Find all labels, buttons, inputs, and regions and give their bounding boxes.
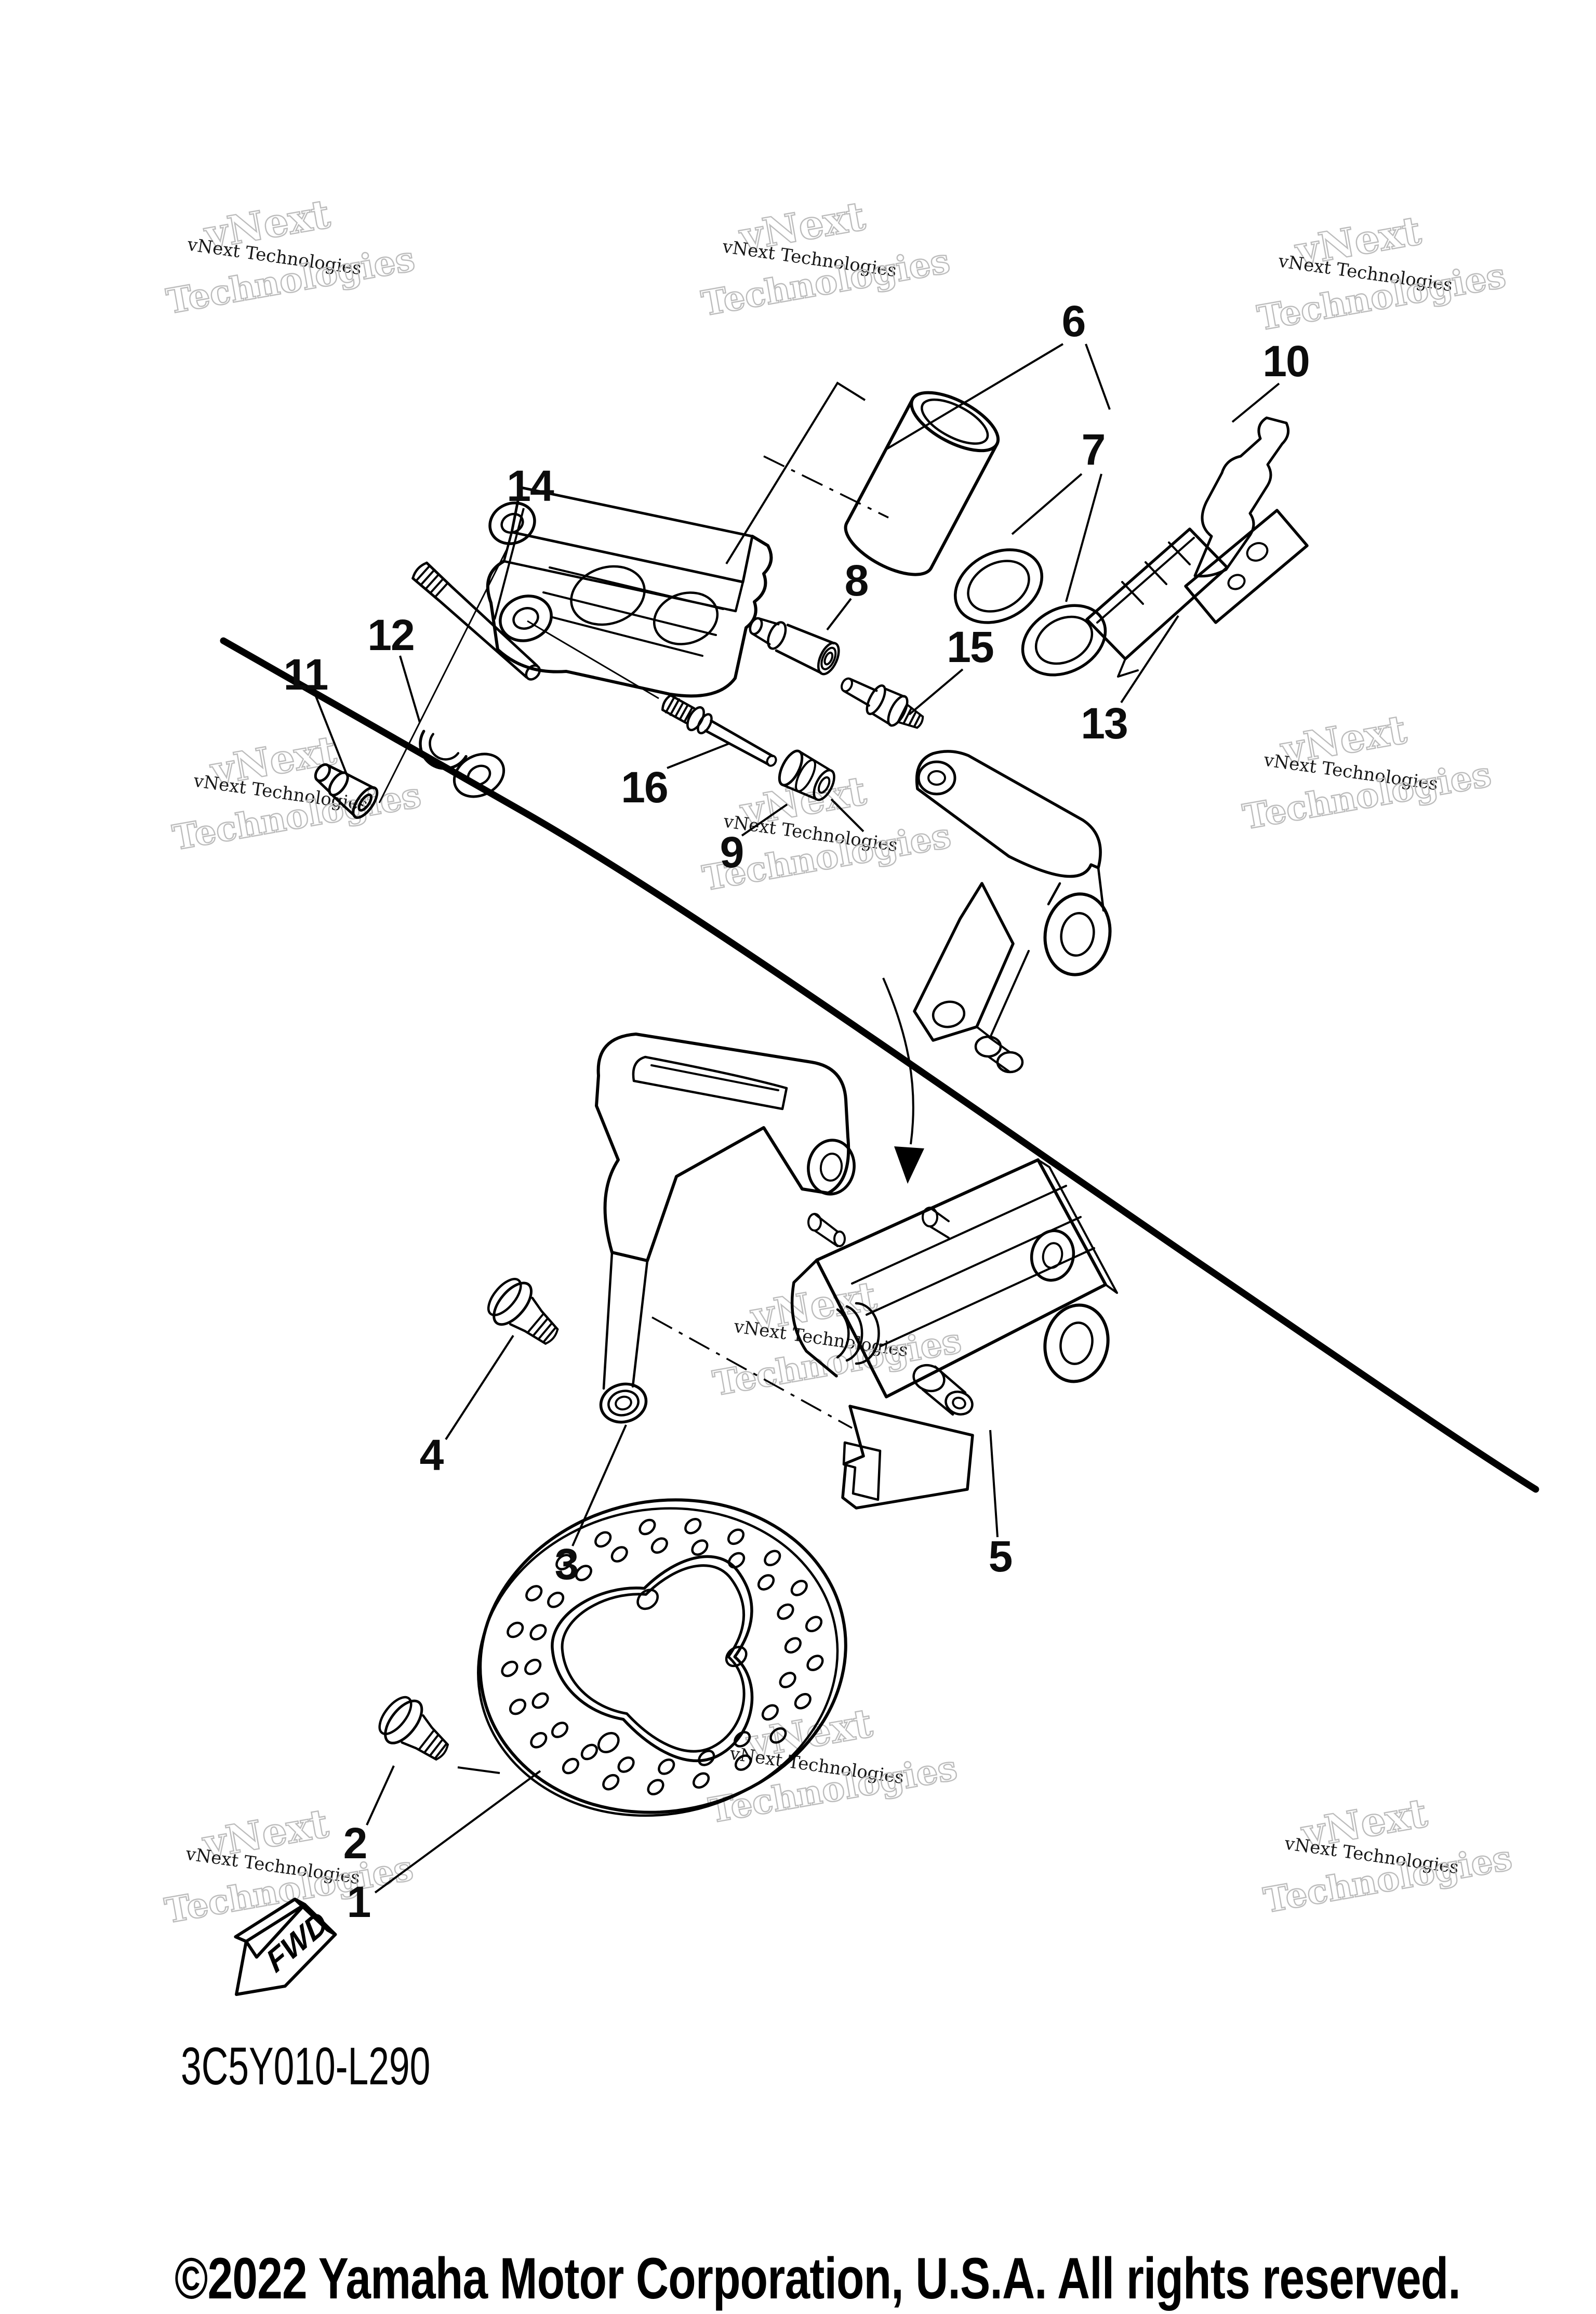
callout-10: 10 [1262, 337, 1310, 386]
part-retaining-clip [419, 730, 468, 770]
leader-lines [315, 343, 1280, 1894]
centerline-lower [651, 1316, 853, 1429]
part-bleed-screw [314, 763, 379, 819]
part-piston-seal [953, 548, 1044, 624]
part-dust-seal [1021, 604, 1107, 677]
part-slide-pin [661, 694, 777, 767]
watermark: vNext vNext Technologies Technologies [698, 192, 953, 324]
callout-14: 14 [507, 461, 554, 510]
callout-6: 6 [1061, 297, 1086, 346]
leader-3 [571, 1424, 627, 1546]
leader-11 [315, 696, 348, 776]
part-caliper-assembly [790, 1158, 1118, 1510]
callout-3: 3 [554, 1540, 579, 1589]
callout-9: 9 [720, 828, 744, 877]
part-brake-disc [477, 1498, 847, 1817]
part-guard-bolt [487, 1278, 559, 1345]
part-disc-bolt [378, 1696, 449, 1761]
leader-4 [445, 1334, 514, 1440]
callout-12: 12 [367, 611, 415, 659]
leader-7b [1065, 473, 1102, 602]
leader-15 [908, 668, 964, 716]
watermark: vNext vNext Technologies Technologies [709, 1272, 965, 1404]
leader-1 [374, 1770, 541, 1894]
callout-11: 11 [283, 650, 329, 699]
leader-9 [741, 803, 788, 837]
callout-7: 7 [1081, 425, 1106, 474]
watermark: vNext vNext Technologies Technologies [705, 1699, 961, 1831]
part-washer [453, 752, 506, 798]
leader-12 [399, 655, 421, 723]
part-bushing [778, 749, 835, 801]
leader-8 [826, 598, 852, 631]
watermark: vNext vNext Technologies Technologies [1239, 705, 1495, 838]
leader-2b [457, 1766, 500, 1774]
leader-6a [885, 343, 1064, 451]
watermark: vNext vNext Technologies Technologies [163, 190, 418, 322]
bleeder-axis-line [378, 549, 508, 803]
part-pad-pin [749, 617, 840, 676]
callout-1: 1 [347, 1877, 371, 1926]
watermark: vNext vNext Technologies Technologies [1260, 1789, 1515, 1921]
part-pad-spring [1193, 416, 1290, 578]
part-caliper-bracket [913, 750, 1112, 1074]
callout-8: 8 [844, 556, 869, 605]
leader-5 [989, 1430, 999, 1538]
leader-6b [1085, 343, 1111, 410]
insert-arrowhead [894, 1146, 924, 1184]
part-disc-guard [595, 1033, 856, 1390]
watermark: vNext vNext Technologies Technologies [1254, 206, 1509, 339]
leader-13 [1120, 615, 1179, 704]
copyright-text: ©2022 Yamaha Motor Corporation, U.S.A. A… [175, 2246, 1461, 2311]
part-caliper-body [486, 486, 773, 698]
callout-5: 5 [988, 1532, 1013, 1581]
leader-9b [830, 798, 864, 832]
part-slide-pin-bolt [411, 561, 541, 681]
part-mount-bolt [841, 677, 924, 729]
watermark-layer: vNext vNext Technologies Technologies vN… [161, 190, 1515, 1932]
fwd-arrow-icon: FWD [234, 1897, 337, 1996]
part-pivot-collar [599, 1382, 648, 1424]
disc-vent-holes [501, 1518, 824, 1795]
callout-16: 16 [621, 763, 668, 812]
leader-7a [1011, 473, 1083, 535]
watermark: vNext vNext Technologies Technologies [169, 726, 424, 858]
leader-14 [494, 508, 525, 620]
leader-10 [1231, 382, 1280, 423]
piston-insert-line [725, 381, 866, 565]
callout-2: 2 [343, 1819, 368, 1868]
centerline-upper [763, 455, 889, 519]
part-piston [844, 391, 1000, 576]
callout-13: 13 [1081, 699, 1128, 748]
callout-4: 4 [419, 1431, 444, 1479]
part-brake-pads [1085, 509, 1309, 678]
leader-16 [667, 743, 729, 769]
drawing-code: 3C5Y010-L290 [181, 2037, 431, 2096]
insert-arrow-curve [882, 977, 914, 1145]
assembly-sweep-line [220, 637, 1539, 1493]
callout-15: 15 [947, 623, 994, 671]
leader-2 [366, 1765, 395, 1826]
